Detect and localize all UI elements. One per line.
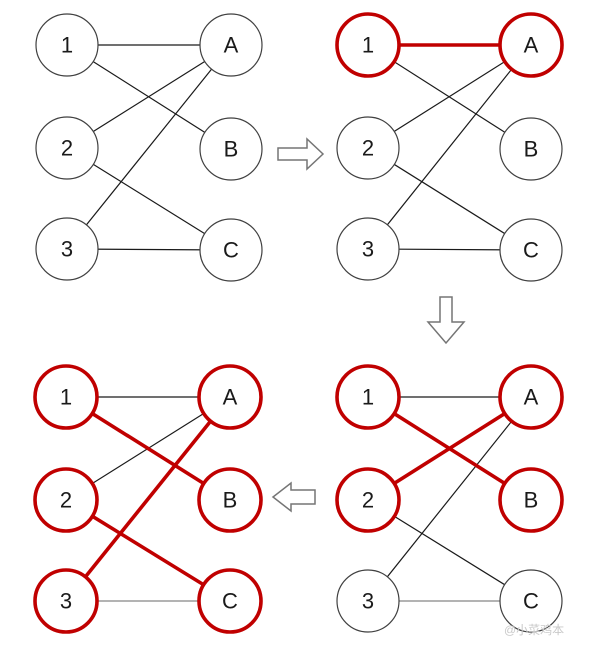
node-B: B (498, 467, 564, 533)
node-circle-2 (35, 116, 99, 180)
edge-3-A (66, 44, 232, 250)
node-circle-2 (33, 467, 99, 533)
node-B: B (199, 117, 263, 181)
node-B: B (197, 467, 263, 533)
node-1: 1 (33, 364, 99, 430)
panel-step-4-final-matching-1B-2C-3A: 1 A 2 B 3 C (33, 364, 263, 634)
node-label-2: 2 (362, 488, 374, 513)
node-circle-C (499, 569, 563, 633)
node-label-2: 2 (362, 136, 374, 161)
edge-2-C (367, 147, 532, 251)
node-circle-2 (335, 467, 401, 533)
node-B: B (499, 117, 563, 181)
node-A: A (498, 12, 564, 78)
panel-step-3-augment-to-1-B-2-A: 1 A 2 B 3 C (335, 364, 564, 633)
node-2: 2 (335, 467, 401, 533)
node-label-3: 3 (61, 237, 73, 262)
node-label-C: C (523, 589, 539, 614)
node-label-B: B (223, 488, 238, 513)
node-circle-3 (33, 568, 99, 634)
node-label-A: A (224, 33, 239, 58)
node-circle-A (498, 12, 564, 78)
node-label-C: C (523, 238, 539, 263)
node-3: 3 (35, 217, 99, 281)
node-label-B: B (524, 488, 539, 513)
node-C: C (499, 569, 563, 633)
node-circle-C (499, 218, 563, 282)
node-1: 1 (335, 364, 401, 430)
node-circle-3 (35, 217, 99, 281)
node-2: 2 (336, 116, 400, 180)
node-3: 3 (336, 569, 400, 633)
node-label-2: 2 (60, 488, 72, 513)
node-circle-A (199, 13, 263, 77)
node-circle-1 (35, 13, 99, 77)
node-A: A (498, 364, 564, 430)
node-circle-B (197, 467, 263, 533)
node-label-1: 1 (362, 385, 374, 410)
node-A: A (199, 13, 263, 77)
arrow-step3-to-step4-left-arrow-icon (271, 481, 316, 513)
node-label-C: C (222, 589, 238, 614)
node-circle-B (499, 117, 563, 181)
node-circle-3 (336, 569, 400, 633)
node-3: 3 (336, 217, 400, 281)
node-label-A: A (524, 385, 539, 410)
node-1: 1 (335, 12, 401, 78)
edge-3-A (64, 395, 232, 603)
node-label-1: 1 (362, 33, 374, 58)
node-label-B: B (224, 137, 239, 162)
node-label-3: 3 (362, 237, 374, 262)
node-label-2: 2 (61, 136, 73, 161)
arrow-step2-to-step3-down-arrow-icon (426, 296, 466, 345)
node-C: C (197, 568, 263, 634)
node-C: C (199, 218, 263, 282)
node-circle-1 (335, 12, 401, 78)
node-label-3: 3 (362, 589, 374, 614)
node-A: A (197, 364, 263, 430)
node-circle-2 (336, 116, 400, 180)
node-2: 2 (33, 467, 99, 533)
node-label-B: B (524, 137, 539, 162)
node-label-C: C (223, 238, 239, 263)
node-label-1: 1 (60, 385, 72, 410)
edge-2-C (66, 147, 232, 251)
edge-3-A (367, 396, 532, 602)
arrow-step1-to-step2-right-arrow-icon (277, 137, 325, 171)
edge-3-A (367, 44, 532, 250)
watermark-text: @小菜鸡本 (504, 622, 564, 637)
node-C: C (499, 218, 563, 282)
node-circle-1 (33, 364, 99, 430)
node-label-A: A (223, 385, 238, 410)
node-circle-3 (336, 217, 400, 281)
node-circle-B (498, 467, 564, 533)
node-label-A: A (524, 33, 539, 58)
node-label-3: 3 (60, 589, 72, 614)
node-circle-A (197, 364, 263, 430)
node-label-1: 1 (61, 33, 73, 58)
node-circle-C (199, 218, 263, 282)
node-circle-B (199, 117, 263, 181)
node-1: 1 (35, 13, 99, 77)
node-circle-A (498, 364, 564, 430)
panel-step-2-match-1-A: 1 A 2 B 3 C (335, 12, 564, 282)
node-2: 2 (35, 116, 99, 180)
edge-2-A (66, 44, 232, 149)
node-circle-C (197, 568, 263, 634)
node-circle-1 (335, 364, 401, 430)
node-3: 3 (33, 568, 99, 634)
panel-step-1-initial-graph: 1 A 2 B 3 C (35, 13, 263, 282)
